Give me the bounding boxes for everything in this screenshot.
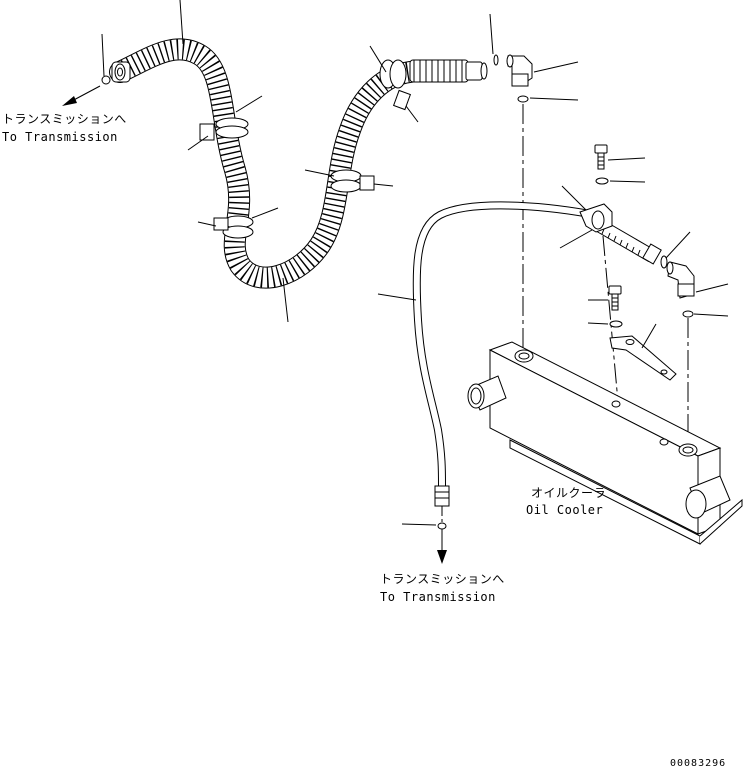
elbow-fitting-top [506, 54, 533, 87]
arrow-to-transmission-bottom [437, 531, 447, 564]
o-ring-pipe [660, 255, 668, 269]
washer-lower [609, 320, 623, 328]
rigid-tube [412, 201, 591, 487]
o-ring-left [101, 75, 111, 85]
label-to-transmission-top-jp: トランスミッションへ [2, 112, 127, 126]
document-number: 00083296 [670, 758, 727, 769]
bracket [609, 335, 677, 381]
pipe-clamp [579, 203, 613, 233]
label-oil-cooler-en: Oil Cooler [526, 503, 604, 517]
elbow-fitting-right [666, 261, 695, 299]
left-corrugated-hose [109, 38, 421, 289]
upper-hose-right-end [409, 59, 488, 83]
bolt-upper [594, 144, 608, 170]
label-oil-cooler-jp: オイルクーラ [531, 486, 607, 500]
leader-lines [101, 0, 729, 526]
o-ring-top [493, 54, 499, 66]
left-hose-end-fitting [111, 61, 131, 83]
o-ring-bottom [437, 522, 447, 530]
arrow-to-transmission-left [62, 85, 101, 106]
oil-cooler-body [467, 341, 743, 545]
washer-upper [595, 177, 609, 185]
hose-clamp-3 [330, 169, 375, 193]
hose-clamp-2 [213, 215, 254, 239]
o-ring-elbow-right [682, 310, 694, 318]
hose-clamp-4 [379, 59, 412, 111]
bolt-lower [608, 285, 622, 311]
label-to-transmission-bottom-jp: トランスミッションへ [380, 572, 505, 586]
label-to-transmission-top-en: To Transmission [2, 130, 118, 144]
tube-bottom-fitting [434, 485, 450, 507]
hose-clamp-1 [199, 117, 249, 141]
o-ring-elbow-top [517, 95, 529, 103]
label-to-transmission-bottom-en: To Transmission [380, 590, 496, 604]
